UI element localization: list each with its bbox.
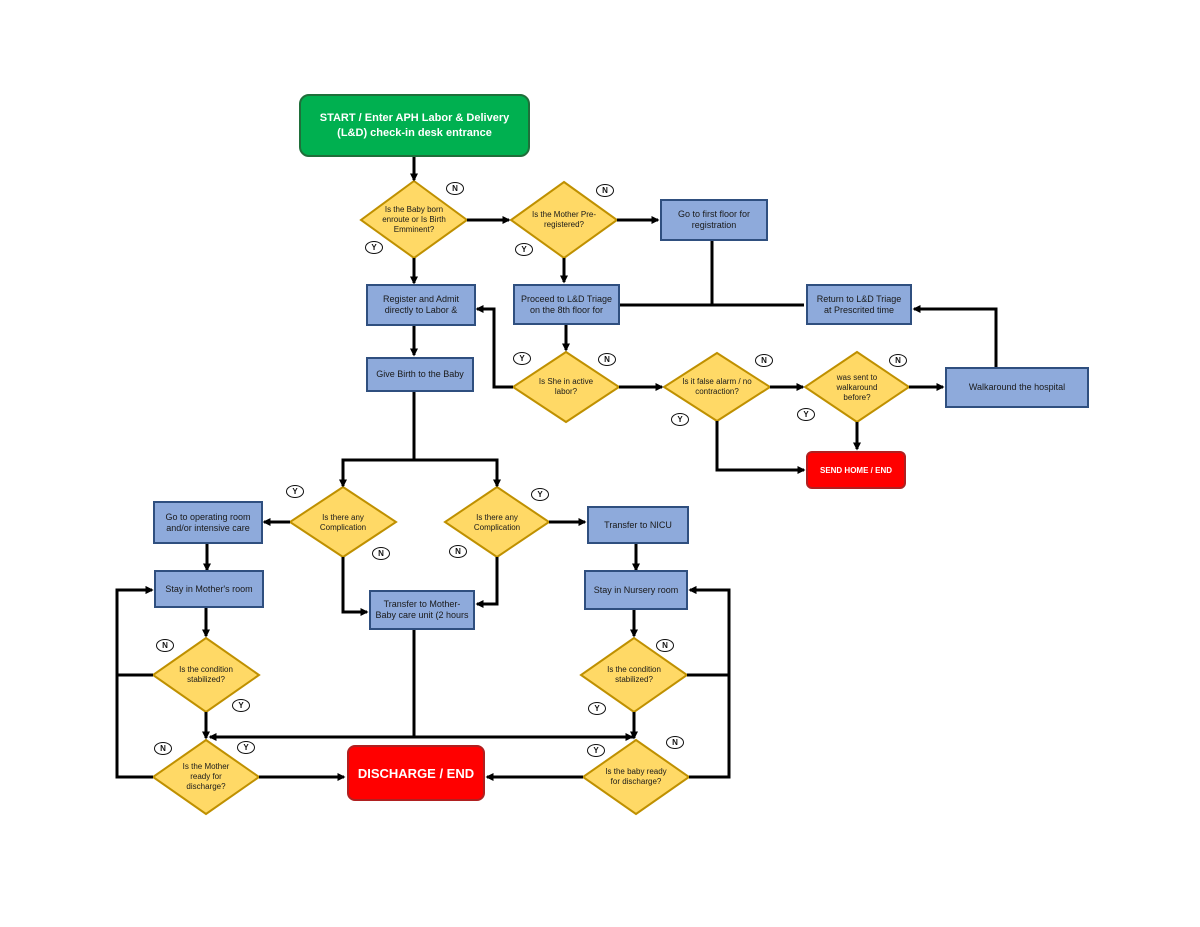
badge-yes: Y [531, 488, 549, 501]
badge-yes: Y [286, 485, 304, 498]
register-admit-box: Register and Admit directly to Labor & [366, 284, 476, 326]
badge-no: N [154, 742, 172, 755]
decision-active-labor-shape [511, 350, 621, 424]
badge-no: N [656, 639, 674, 652]
walkaround-box: Walkaround the hospital [945, 367, 1089, 408]
decision-mother-discharge-shape [151, 738, 261, 816]
badge-no: N [449, 545, 467, 558]
badge-yes: Y [588, 702, 606, 715]
badge-yes: Y [671, 413, 689, 426]
badge-no: N [598, 353, 616, 366]
discharge-end: DISCHARGE / END [347, 745, 485, 801]
operating-room-box: Go to operating room and/or intensive ca… [153, 501, 263, 544]
badge-yes: Y [513, 352, 531, 365]
return-triage-box: Return to L&D Triage at Prescrited time [806, 284, 912, 325]
badge-no: N [889, 354, 907, 367]
badge-yes: Y [515, 243, 533, 256]
proceed-triage-box: Proceed to L&D Triage on the 8th floor f… [513, 284, 620, 325]
stay-mother-room-box: Stay in Mother's room [154, 570, 264, 608]
badge-no: N [755, 354, 773, 367]
badge-yes: Y [797, 408, 815, 421]
badge-yes: Y [237, 741, 255, 754]
badge-no: N [666, 736, 684, 749]
badge-no: N [446, 182, 464, 195]
transfer-nicu-box: Transfer to NICU [587, 506, 689, 544]
badge-no: N [596, 184, 614, 197]
badge-no: N [372, 547, 390, 560]
transfer-mother-baby-box: Transfer to Mother-Baby care unit (2 hou… [369, 590, 475, 630]
badge-yes: Y [232, 699, 250, 712]
badge-yes: Y [587, 744, 605, 757]
first-floor-box: Go to first floor for registration [660, 199, 768, 241]
badge-yes: Y [365, 241, 383, 254]
decision-baby-discharge-shape [581, 738, 691, 816]
give-birth-box: Give Birth to the Baby [366, 357, 474, 392]
stay-nursery-box: Stay in Nursery room [584, 570, 688, 610]
badge-no: N [156, 639, 174, 652]
decision-false-alarm-shape [662, 351, 772, 423]
start-node: START / Enter APH Labor & Delivery (L&D)… [299, 94, 530, 157]
send-home-end: SEND HOME / END [806, 451, 906, 489]
